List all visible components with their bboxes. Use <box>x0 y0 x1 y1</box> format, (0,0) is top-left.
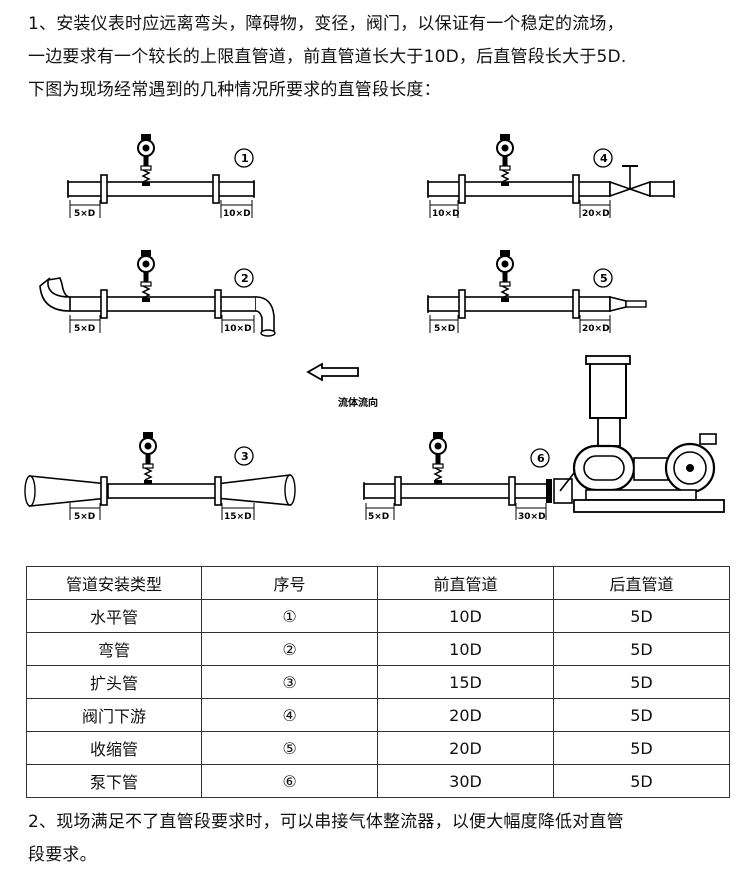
header-upstream: 前直管道 <box>377 566 554 600</box>
svg-text:1: 1 <box>241 152 249 165</box>
svg-text:4: 4 <box>600 152 608 165</box>
dim-label-6-left: 5×D <box>368 512 389 522</box>
flowmeter-icon-1 <box>137 133 155 187</box>
diagram-4-valve: 10×D 20×D 4 <box>427 133 675 219</box>
cell-type: 水平管 <box>26 599 202 633</box>
cell-upstream: 15D <box>377 665 554 699</box>
cell-downstream: 5D <box>553 698 730 732</box>
pipe-installation-diagram: 5×D 10×D 1 5×D 10×D 2 5×D 1 <box>0 128 750 548</box>
cell-upstream: 30D <box>377 764 554 798</box>
pump-icon <box>559 355 725 513</box>
flow-direction-label: 流体流向 <box>338 396 378 409</box>
header-downstream: 后直管道 <box>553 566 730 600</box>
dim-label-2-left: 5×D <box>74 324 95 334</box>
svg-text:5: 5 <box>600 272 608 285</box>
dim-label-1-left: 5×D <box>74 209 95 219</box>
dim-label-5-right: 20×D <box>582 324 610 334</box>
footer-paragraph: 2、现场满足不了直管段要求时，可以串接气体整流器，以便大幅度降低对直管 段要求。 <box>28 806 728 872</box>
flowmeter-icon-5 <box>496 249 514 303</box>
intro-line-1: 1、安装仪表时应远离弯头，障碍物，变径，阀门，以保证有一个稳定的流场， <box>28 14 624 34</box>
straight-pipe-requirements-table: 管道安装类型 序号 前直管道 后直管道 水平管 ① 10D 5D 弯管 ② 10… <box>26 566 730 798</box>
cell-index: ⑤ <box>201 731 378 765</box>
dim-label-3-left: 5×D <box>74 512 95 522</box>
header-index: 序号 <box>201 566 378 600</box>
cell-index: ④ <box>201 698 378 732</box>
cell-upstream: 20D <box>377 731 554 765</box>
flowmeter-icon-3 <box>139 431 157 485</box>
table-row: 泵下管 ⑥ 30D 5D <box>26 764 730 798</box>
cell-index: ⑥ <box>201 764 378 798</box>
cell-downstream: 5D <box>553 731 730 765</box>
table-row: 弯管 ② 10D 5D <box>26 632 730 666</box>
header-install-type: 管道安装类型 <box>26 566 202 600</box>
table-row: 收缩管 ⑤ 20D 5D <box>26 731 730 765</box>
cell-index: ① <box>201 599 378 633</box>
cell-type: 弯管 <box>26 632 202 666</box>
footer-line-1: 2、现场满足不了直管段要求时，可以串接气体整流器，以便大幅度降低对直管 <box>28 812 624 832</box>
cell-type: 收缩管 <box>26 731 202 765</box>
dim-label-3-right: 15×D <box>224 512 252 522</box>
dim-label-1-right: 10×D <box>223 209 251 219</box>
svg-text:2: 2 <box>241 272 249 285</box>
dim-label-6-right: 30×D <box>518 512 546 522</box>
footer-line-2: 段要求。 <box>28 845 97 865</box>
dim-label-4-left: 10×D <box>432 209 460 219</box>
cell-index: ③ <box>201 665 378 699</box>
table-row: 水平管 ① 10D 5D <box>26 599 730 633</box>
diagram-5-reducer: 5×D 20×D 5 <box>427 249 647 334</box>
intro-line-2: 一边要求有一个较长的上限直管道，前直管道长大于10D，后直管段长大于5D. <box>28 47 627 67</box>
cell-type: 泵下管 <box>26 764 202 798</box>
dim-label-5-left: 5×D <box>434 324 455 334</box>
cell-downstream: 5D <box>553 632 730 666</box>
cell-upstream: 10D <box>377 599 554 633</box>
diagram-6-pump: 5×D 30×D 6 <box>363 355 725 522</box>
flowmeter-icon-2 <box>137 249 155 303</box>
flow-direction-indicator: 流体流向 <box>306 362 378 409</box>
dim-label-4-right: 20×D <box>582 209 610 219</box>
arrow-left-icon <box>306 362 359 382</box>
diagram-2-elbow: 5×D 10×D 2 <box>39 249 276 337</box>
cell-upstream: 20D <box>377 698 554 732</box>
table-header-row: 管道安装类型 序号 前直管道 后直管道 <box>26 566 730 600</box>
flowmeter-icon-6 <box>429 431 447 485</box>
flowmeter-icon-4 <box>496 133 514 187</box>
dim-label-2-right: 10×D <box>224 324 252 334</box>
cell-type: 扩头管 <box>26 665 202 699</box>
cell-type: 阀门下游 <box>26 698 202 732</box>
svg-text:6: 6 <box>537 452 545 465</box>
svg-text:3: 3 <box>241 450 249 463</box>
cell-upstream: 10D <box>377 632 554 666</box>
cell-index: ② <box>201 632 378 666</box>
table-row: 扩头管 ③ 15D 5D <box>26 665 730 699</box>
intro-paragraph: 1、安装仪表时应远离弯头，障碍物，变径，阀门，以保证有一个稳定的流场， 一边要求… <box>28 8 728 107</box>
cell-downstream: 5D <box>553 764 730 798</box>
diagram-3-expansion: 5×D 15×D 3 <box>24 431 296 522</box>
cell-downstream: 5D <box>553 665 730 699</box>
table-row: 阀门下游 ④ 20D 5D <box>26 698 730 732</box>
cell-downstream: 5D <box>553 599 730 633</box>
intro-line-3: 下图为现场经常遇到的几种情况所要求的直管段长度： <box>28 80 441 100</box>
diagram-1-horizontal: 5×D 10×D 1 <box>67 133 255 219</box>
